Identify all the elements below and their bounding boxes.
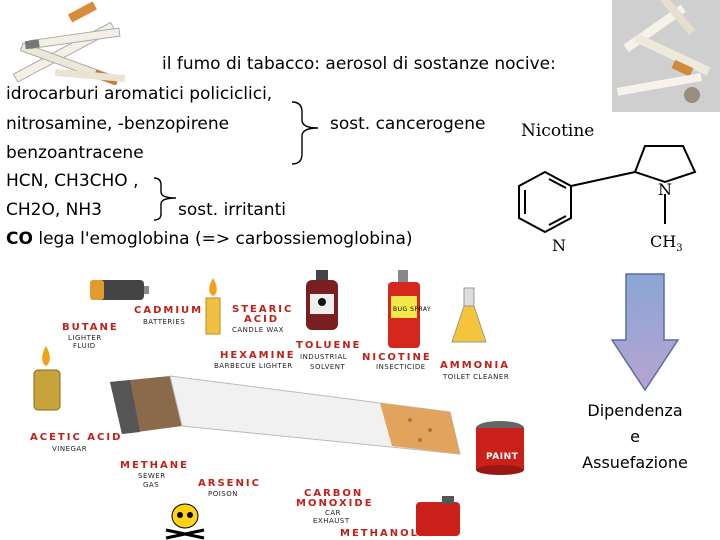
label-acid: ACID bbox=[244, 314, 280, 325]
label-carbon: CARBON bbox=[304, 488, 364, 499]
nicotine-title: Nicotine bbox=[521, 121, 595, 141]
cigarettes-photo-top-right bbox=[612, 0, 720, 112]
paint-can-icon bbox=[476, 421, 524, 475]
label-fluid: FLUID bbox=[73, 342, 96, 350]
intro-line: il fumo di tabacco: aerosol di sostanze … bbox=[162, 54, 556, 74]
candle-icon bbox=[205, 278, 221, 335]
label-monoxide: MONOXIDE bbox=[296, 498, 374, 509]
co-line: CO lega l'emoglobina (=> carbossiemoglob… bbox=[6, 229, 413, 249]
label-gas: GAS bbox=[143, 481, 160, 489]
bug-spray-icon bbox=[388, 270, 420, 348]
ch2o-line: CH2O, NH3 bbox=[6, 200, 102, 220]
battery-icon bbox=[90, 280, 149, 300]
lighter-icon bbox=[33, 346, 61, 411]
irritant-brace bbox=[153, 177, 177, 221]
label-toluene: TOLUENE bbox=[296, 340, 362, 351]
label-toilet-cleaner: TOILET CLEANER bbox=[443, 373, 510, 381]
co-formula: CO bbox=[6, 229, 33, 249]
carcinogen-brace bbox=[291, 101, 319, 165]
outcome-dependence: Dipendenza bbox=[587, 401, 683, 420]
cigarette-illustration bbox=[110, 375, 461, 455]
flask-icon bbox=[451, 287, 487, 343]
label-hexamine: HEXAMINE bbox=[220, 350, 296, 361]
label-lighter: LIGHTER bbox=[68, 334, 102, 342]
label-barbecue: BARBECUE LIGHTER bbox=[214, 362, 293, 370]
label-cadmium: CADMIUM bbox=[134, 305, 204, 316]
cigarettes-photo-top-left bbox=[12, 1, 126, 86]
outcome-addiction: Assuefazione bbox=[582, 453, 688, 472]
label-solvent: SOLVENT bbox=[310, 363, 346, 371]
hcn-line: HCN, CH3CHO , bbox=[6, 171, 139, 191]
label-butane: BUTANE bbox=[62, 322, 119, 333]
label-industrial: INDUSTRIAL bbox=[300, 353, 348, 361]
label-poison: POISON bbox=[208, 490, 238, 498]
nicotine-pyridine-n: N bbox=[552, 236, 566, 255]
nicotine-structure bbox=[518, 145, 697, 234]
label-methane: METHANE bbox=[120, 460, 189, 471]
down-arrow bbox=[610, 273, 680, 392]
label-car: CAR bbox=[325, 509, 342, 517]
nitrosamine-line: nitrosamine, -benzopirene bbox=[6, 114, 230, 134]
label-methanol: METHANOL bbox=[340, 528, 419, 539]
label-batteries: BATTERIES bbox=[143, 318, 186, 326]
paint-can-label: PAINT bbox=[486, 452, 519, 462]
label-ammonia: AMMONIA bbox=[440, 360, 510, 371]
label-stearic: STEARIC bbox=[232, 304, 294, 315]
methyl-subscript: 3 bbox=[676, 243, 683, 255]
benzoanthracene-line: benzoantracene bbox=[6, 143, 144, 163]
outcome-and: e bbox=[630, 427, 640, 446]
label-exhaust: EXHAUST bbox=[313, 517, 350, 525]
label-sewer: SEWER bbox=[138, 472, 166, 480]
methyl-ch: CH bbox=[650, 232, 677, 251]
irritant-label: sost. irritanti bbox=[178, 200, 286, 220]
label-nicotine: NICOTINE bbox=[362, 352, 432, 363]
fuel-can-icon bbox=[416, 496, 460, 536]
label-candle-wax: CANDLE WAX bbox=[232, 326, 284, 334]
label-insecticide: INSECTICIDE bbox=[376, 363, 426, 371]
pah-line: idrocarburi aromatici policiclici, bbox=[6, 84, 273, 104]
nicotine-methyl: CH3 bbox=[650, 232, 683, 254]
label-vinegar: VINEGAR bbox=[52, 445, 88, 453]
bug-spray-label: BUG SPRAY bbox=[393, 306, 432, 313]
nicotine-pyrrolidine-n: N bbox=[658, 180, 672, 199]
carcinogen-label: sost. cancerogene bbox=[330, 114, 486, 134]
poison-bottle-icon bbox=[306, 270, 338, 330]
label-arsenic: ARSENIC bbox=[198, 478, 261, 489]
skull-icon bbox=[165, 503, 205, 540]
co-description: lega l'emoglobina (=> carbossiemoglobina… bbox=[32, 229, 413, 249]
label-acetic-acid: ACETIC ACID bbox=[30, 432, 123, 443]
